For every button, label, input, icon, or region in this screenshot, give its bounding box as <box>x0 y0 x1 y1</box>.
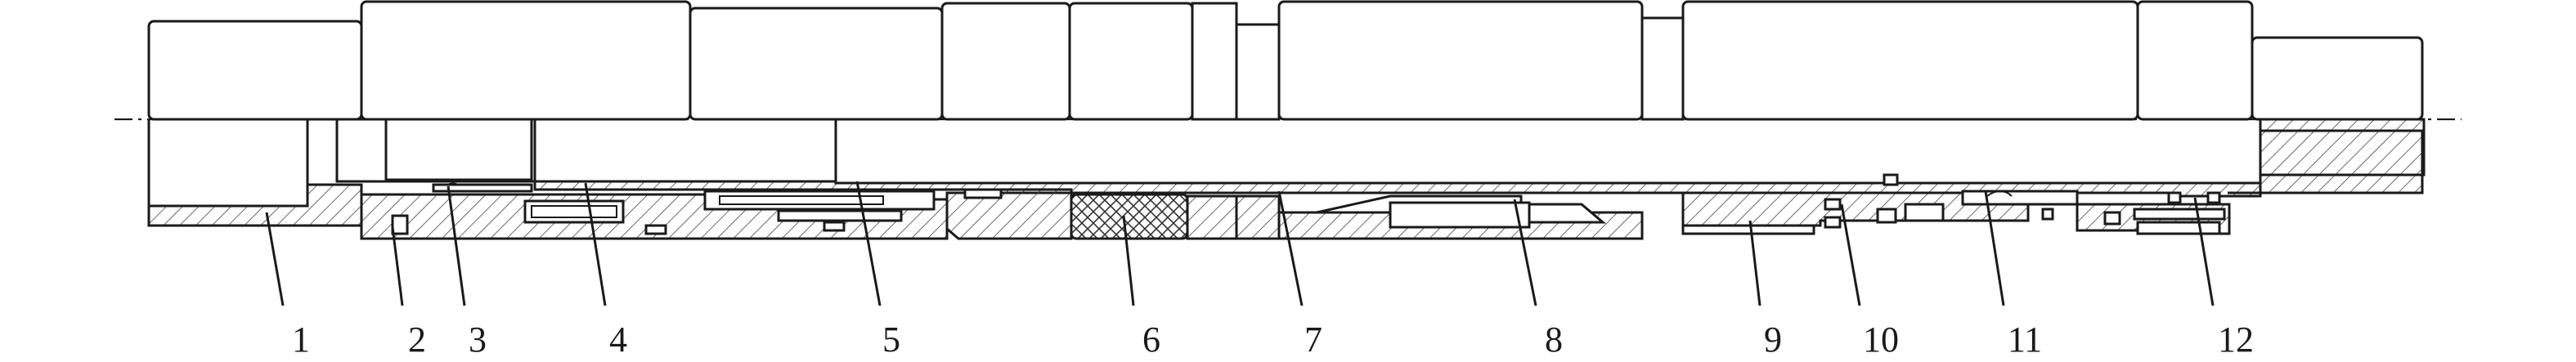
part-label-1: 1 <box>292 320 310 360</box>
section-view <box>147 118 2426 240</box>
part6-rubber <box>1070 193 1189 240</box>
left-sub-bore <box>147 119 309 208</box>
part-label-6: 6 <box>1142 320 1160 360</box>
part-labels: 1 2 3 4 5 6 7 8 9 10 11 12 <box>292 320 2254 360</box>
leader-7 <box>1277 190 1304 306</box>
leader-lines <box>265 181 2215 306</box>
part10-block <box>1904 203 1945 222</box>
outer-view <box>147 0 2424 121</box>
part11-sleeve <box>1961 190 2079 206</box>
leader-5 <box>855 181 882 306</box>
leader-10 <box>1840 203 1861 306</box>
part10-port-a <box>1824 198 1842 211</box>
part5-seal <box>823 221 846 232</box>
inner-mandrel <box>335 118 536 183</box>
part8-cone-right <box>1528 203 1607 224</box>
part12-pin-b <box>2206 191 2221 204</box>
leader-11 <box>1984 190 2005 306</box>
part-label-12: 12 <box>2218 320 2254 360</box>
leader-2 <box>391 226 404 306</box>
part12-key-b <box>2136 221 2221 235</box>
upper-housing <box>360 0 692 121</box>
part4-pin <box>644 224 667 235</box>
part4-slip-inner <box>531 205 617 218</box>
part12-key <box>2133 208 2226 221</box>
part9-lip <box>1681 224 1815 235</box>
part5-key <box>777 209 903 222</box>
part-label-9: 9 <box>1764 320 1782 360</box>
part6-gauge <box>1186 194 1238 240</box>
part-label-5: 5 <box>882 320 900 360</box>
collar-b <box>1235 23 1281 121</box>
left-end-sub <box>147 20 363 121</box>
part-label-8: 8 <box>1545 320 1563 360</box>
leader-3 <box>447 185 466 306</box>
part5-sleeve <box>703 190 936 211</box>
part4-slip <box>523 199 625 224</box>
part11-pin <box>2041 208 2054 221</box>
main-mandrel <box>834 119 2262 185</box>
lower-collar <box>2136 0 2254 121</box>
leader-4 <box>584 182 607 306</box>
part10-port-b <box>1824 216 1842 229</box>
leader-12 <box>2193 197 2215 306</box>
part10-key <box>1876 208 1897 224</box>
part10-vent <box>1883 173 1899 186</box>
part12-pin <box>2167 191 2182 204</box>
part2-pin <box>391 214 409 235</box>
leader-1 <box>265 212 285 306</box>
part-label-11: 11 <box>2008 320 2042 360</box>
part-label-7: 7 <box>1304 320 1322 360</box>
leader-6 <box>1122 215 1135 306</box>
part12-vent <box>2103 211 2121 226</box>
lower-housing <box>1681 0 2139 121</box>
packer-housing <box>1277 0 1644 121</box>
part5-sleeve-inner <box>719 195 884 205</box>
part7-cone <box>1235 194 1281 240</box>
mid-housing-b <box>940 2 1071 121</box>
left-sub-wall <box>147 183 363 227</box>
inner-mandrel-b <box>384 118 533 181</box>
part-label-2: 2 <box>408 320 426 360</box>
part8-slip <box>1389 201 1531 229</box>
part6-seal <box>963 188 1003 199</box>
right-end-sub <box>2251 36 2424 121</box>
leader-9 <box>1748 220 1761 306</box>
collar-a <box>1191 2 1238 121</box>
part3-seal <box>432 183 533 193</box>
right-sub-bore <box>2259 129 2424 177</box>
collar-c <box>1640 16 1685 121</box>
leader-8 <box>1513 199 1537 306</box>
part-label-3: 3 <box>469 320 487 360</box>
part-label-4: 4 <box>609 320 627 360</box>
mid-housing-a <box>689 7 944 121</box>
part-label-10: 10 <box>1863 320 1899 360</box>
part11-ring <box>1986 190 2013 197</box>
mid-housing-c <box>1068 2 1194 121</box>
